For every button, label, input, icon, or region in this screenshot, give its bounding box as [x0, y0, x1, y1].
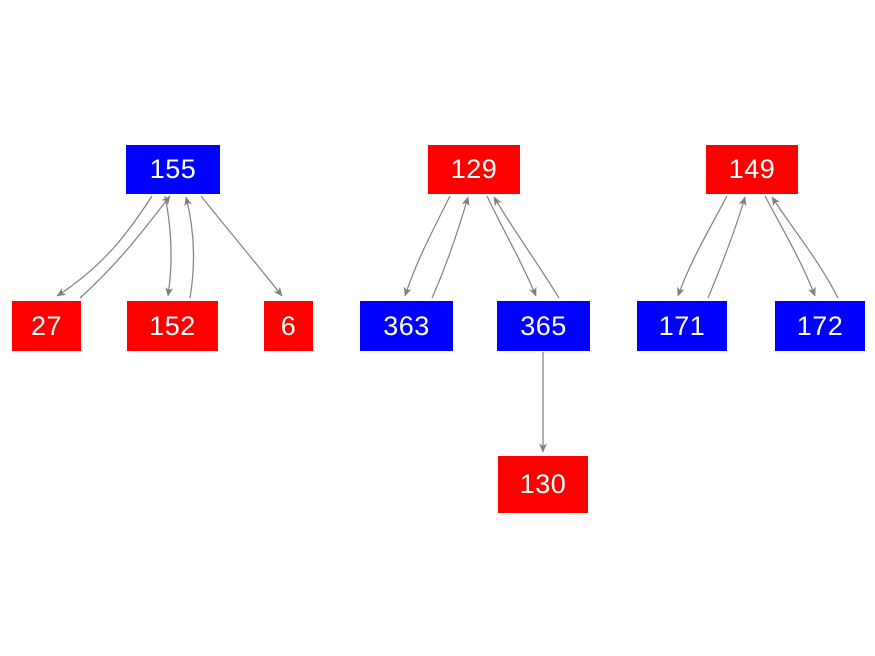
edges-group [56, 195, 839, 453]
graph-edge-365-to-129 [493, 196, 560, 299]
graph-node-149[interactable]: 149 [706, 145, 798, 194]
graph-edge-149-to-172 [764, 195, 816, 297]
graph-node-label: 149 [728, 154, 776, 184]
graph-node-152[interactable]: 152 [127, 301, 218, 351]
graph-edge-172-to-149 [771, 196, 839, 299]
graph-edge-171-to-149 [707, 196, 747, 299]
graph-node-label: 129 [450, 154, 498, 184]
graph-node-27[interactable]: 27 [12, 301, 81, 351]
graph-edge-129-to-363 [403, 195, 451, 297]
graph-node-label: 363 [383, 310, 430, 341]
graph-node-155[interactable]: 155 [126, 145, 220, 194]
graph-node-172[interactable]: 172 [775, 301, 865, 351]
graph-edge-155-to-27 [56, 195, 153, 297]
graph-node-171[interactable]: 171 [637, 301, 727, 351]
graph-edge-129-to-365 [486, 195, 537, 297]
graph-node-label: 172 [796, 310, 844, 341]
graph-node-label: 171 [658, 310, 706, 341]
graph-node-label: 365 [520, 310, 567, 341]
graph-node-130[interactable]: 130 [498, 456, 588, 513]
graph-node-label: 27 [30, 310, 63, 341]
graph-node-6[interactable]: 6 [264, 301, 313, 351]
graph-node-label: 152 [149, 310, 196, 341]
graph-edge-363-to-129 [431, 196, 470, 299]
graph-node-365[interactable]: 365 [497, 301, 590, 351]
graph-edge-149-to-171 [677, 195, 728, 297]
graph-edge-152-to-155 [184, 196, 195, 299]
graph-node-label: 155 [149, 154, 197, 184]
graph-node-363[interactable]: 363 [360, 301, 453, 351]
graph-node-label: 6 [280, 310, 297, 341]
graph-edge-155-to-6 [200, 195, 283, 297]
graph-node-label: 130 [519, 469, 567, 499]
graph-edge-27-to-155 [79, 195, 171, 299]
graph-edge-155-to-152 [164, 195, 174, 297]
graph-node-129[interactable]: 129 [428, 145, 520, 194]
